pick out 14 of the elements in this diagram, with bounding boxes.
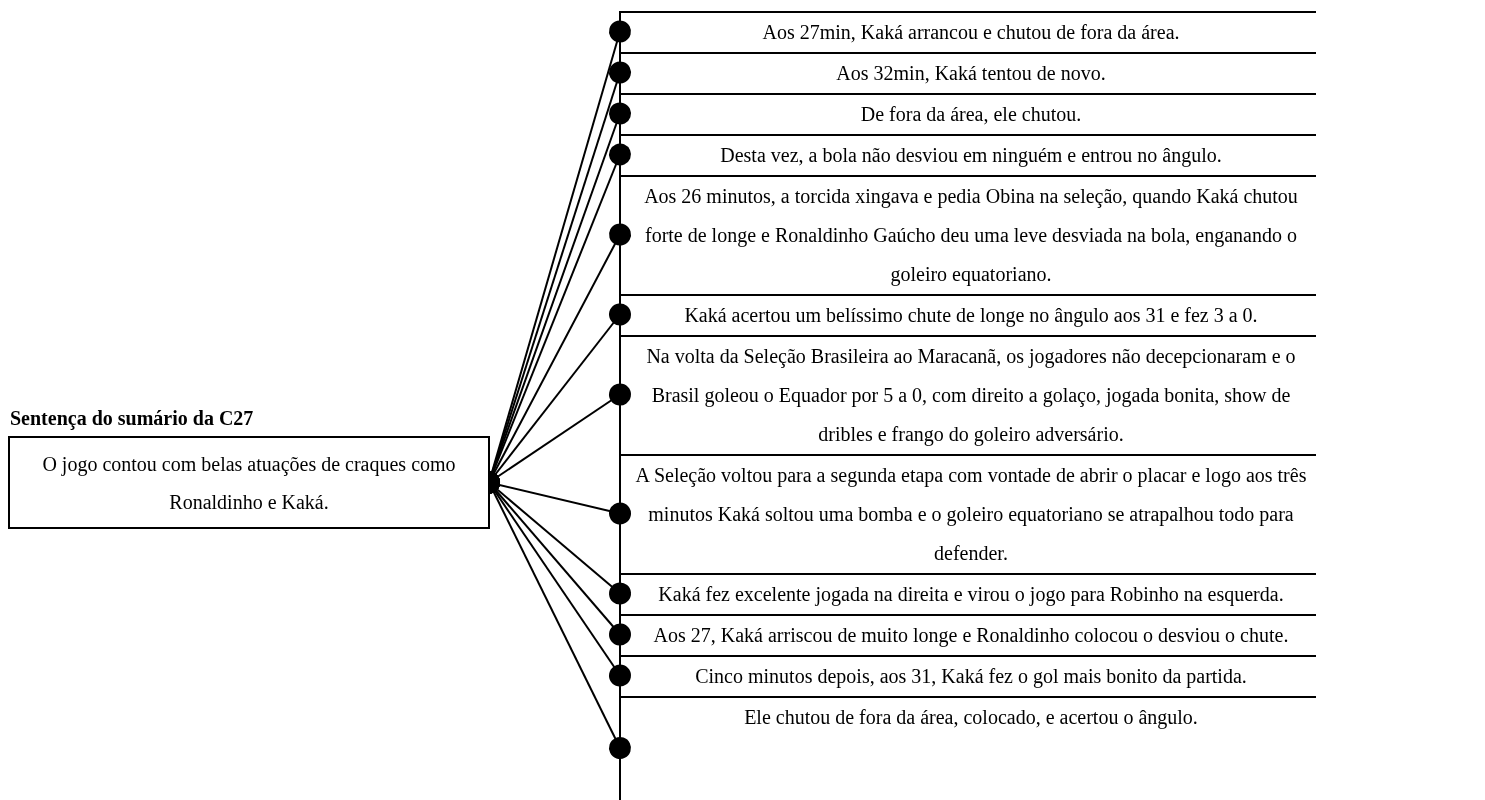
sentence-box: O jogo contou com belas atuações de craques como Ronaldinho e Kaká. bbox=[8, 436, 490, 529]
sentence-row: Na volta da Seleção Brasileira ao Maracanã, os jogadores não decepcionaram e o Brasil goleou o Equador por 5 a 0, com direito a golaço, jogada bonita, show de dribles e frango do goleiro adversário. bbox=[619, 335, 1316, 454]
sentence-row: Aos 32min, Kaká tentou de novo. bbox=[619, 52, 1316, 93]
sentence-row: Aos 26 minutos, a torcida xingava e pedia Obina na seleção, quando Kaká chutou forte de longe e Ronaldinho Gaúcho deu uma leve desviada na bola, enganando o goleiro equatoriano. bbox=[619, 175, 1316, 294]
sentence-row: Kaká acertou um belíssimo chute de longe no ângulo aos 31 e fez 3 a 0. bbox=[619, 294, 1316, 335]
sentence-row: Aos 27min, Kaká arrancou e chutou de fora da área. bbox=[619, 11, 1316, 52]
heading: Sentença do sumário da C27 bbox=[10, 406, 254, 430]
sentence-row: Kaká fez excelente jogada na direita e virou o jogo para Robinho na esquerda. bbox=[619, 573, 1316, 614]
sentence-row: A Seleção voltou para a segunda etapa com vontade de abrir o placar e logo aos três minutos Kaká soltou uma bomba e o goleiro equatoriano se atrapalhou todo para defender. bbox=[619, 454, 1316, 573]
sentence-row: Ele chutou de fora da área, colocado, e acertou o ângulo. bbox=[619, 696, 1316, 800]
sentence-row: Aos 27, Kaká arriscou de muito longe e Ronaldinho colocou o desviou o chute. bbox=[619, 614, 1316, 655]
sentence-row: Cinco minutos depois, aos 31, Kaká fez o gol mais bonito da partida. bbox=[619, 655, 1316, 696]
sentence-row: De fora da área, ele chutou. bbox=[619, 93, 1316, 134]
sentence-row: Desta vez, a bola não desviou em ninguém e entrou no ângulo. bbox=[619, 134, 1316, 175]
